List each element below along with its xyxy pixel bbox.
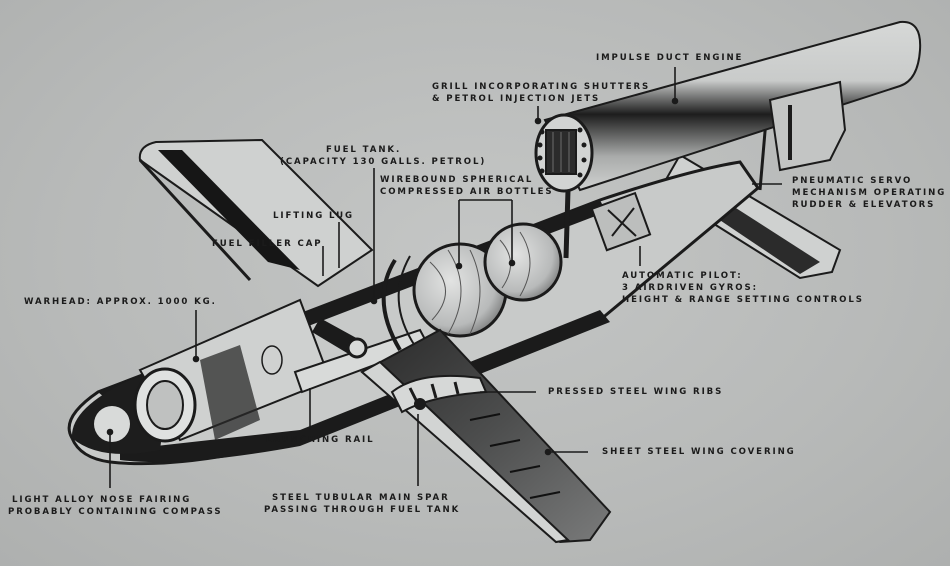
label-fuel-tank: FUEL TANK. (CAPACITY 130 GALLS. PETROL): [280, 145, 487, 167]
near-wing: [360, 328, 612, 544]
far-wing: [138, 138, 374, 288]
label-launching-rail: LAUNCHING RAIL: [266, 435, 375, 445]
label-air-bottles: WIREBOUND SPHERICAL COMPRESSED AIR BOTTL…: [380, 175, 554, 197]
label-lifting-lug: LIFTING LUG: [273, 211, 354, 221]
label-warhead: WARHEAD: APPROX. 1000 KG.: [24, 297, 217, 307]
label-automatic-pilot: AUTOMATIC PILOT: 3 AIRDRIVEN GYROS: HEIG…: [622, 271, 864, 305]
impulse-duct-engine: [534, 20, 922, 193]
label-nose-fairing: LIGHT ALLOY NOSE FAIRING PROBABLY CONTAI…: [8, 495, 223, 517]
fuselage: [67, 119, 768, 466]
label-wing-ribs: PRESSED STEEL WING RIBS: [548, 387, 724, 397]
label-fuel-filler-cap: FUEL FILLER CAP: [212, 239, 323, 249]
label-impulse-duct-engine: IMPULSE DUCT ENGINE: [596, 53, 744, 63]
label-grill-shutters: GRILL INCORPORATING SHUTTERS & PETROL IN…: [432, 82, 651, 104]
leader-lines: [106, 67, 782, 488]
label-main-spar: STEEL TUBULAR MAIN SPAR PASSING THROUGH …: [264, 493, 461, 515]
label-pneumatic-servo: PNEUMATIC SERVO MECHANISM OPERATING RUDD…: [792, 176, 947, 210]
label-wing-covering: SHEET STEEL WING COVERING: [602, 447, 796, 457]
